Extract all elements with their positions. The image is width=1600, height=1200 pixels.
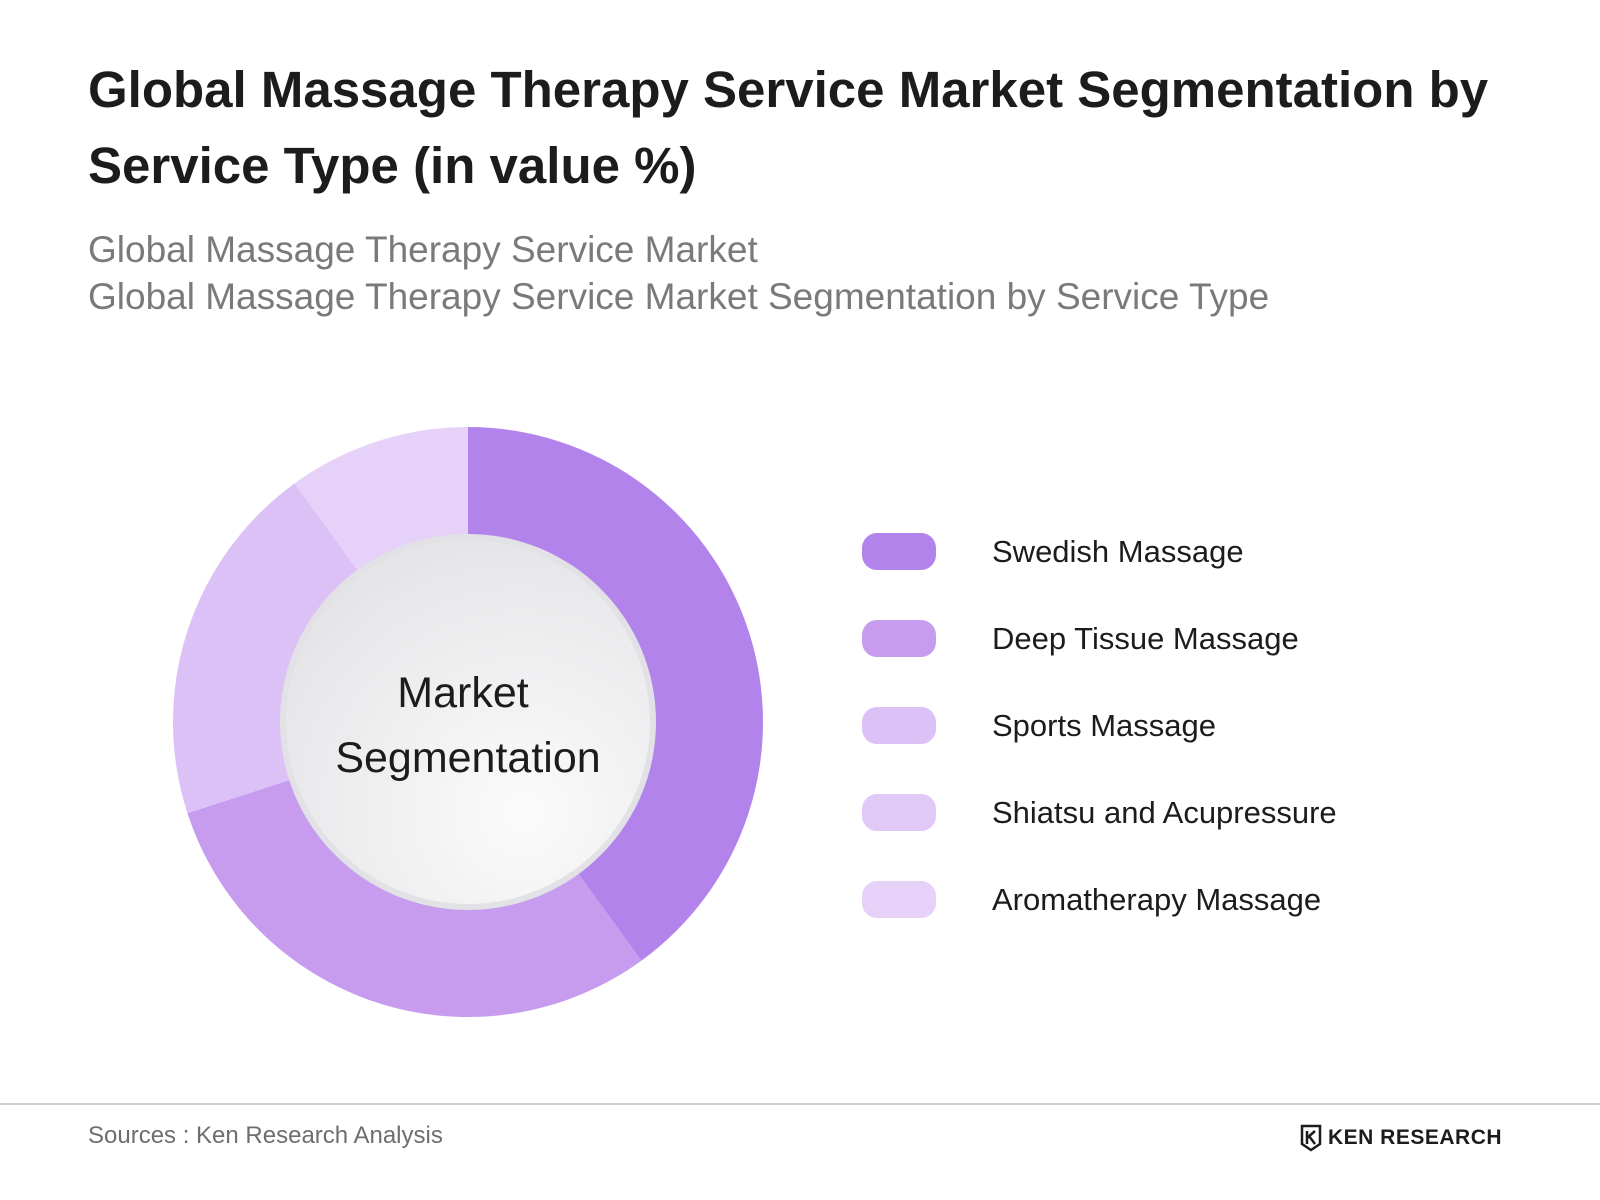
- logo-text: KEN RESEARCH: [1328, 1126, 1503, 1149]
- legend-swatch: [862, 620, 936, 657]
- legend-item-shiatsu-and-acupressure: Shiatsu and Acupressure: [862, 769, 1562, 856]
- subtitle-line-2: Global Massage Therapy Service Market Se…: [88, 276, 1270, 317]
- legend-swatch: [862, 794, 936, 831]
- ken-research-logo-icon: [1300, 1124, 1322, 1152]
- legend-label: Swedish Massage: [992, 533, 1244, 569]
- chart-subtitle: Global Massage Therapy Service Market Gl…: [88, 226, 1528, 320]
- center-label-line-1: Market: [397, 669, 528, 717]
- subtitle-line-1: Global Massage Therapy Service Market: [88, 229, 758, 270]
- legend-swatch: [862, 533, 936, 570]
- footer-divider: [0, 1103, 1600, 1105]
- chart-title: Global Massage Therapy Service Market Se…: [88, 61, 1489, 194]
- legend-swatch: [862, 881, 936, 918]
- source-note: Sources : Ken Research Analysis: [88, 1122, 443, 1149]
- donut-hole: [286, 540, 650, 904]
- legend-label: Shiatsu and Acupressure: [992, 794, 1337, 830]
- legend-item-swedish-massage: Swedish Massage: [862, 508, 1562, 595]
- ken-research-logo: KEN RESEARCH: [1300, 1124, 1502, 1152]
- legend-label: Deep Tissue Massage: [992, 620, 1299, 656]
- legend-item-deep-tissue-massage: Deep Tissue Massage: [862, 595, 1562, 682]
- legend-item-aromatherapy-massage: Aromatherapy Massage: [862, 856, 1562, 943]
- legend-label: Aromatherapy Massage: [992, 881, 1322, 917]
- center-label-line-2: Segmentation: [335, 734, 600, 782]
- legend-label: Sports Massage: [992, 707, 1216, 743]
- legend-item-sports-massage: Sports Massage: [862, 682, 1562, 769]
- legend-swatch: [862, 707, 936, 744]
